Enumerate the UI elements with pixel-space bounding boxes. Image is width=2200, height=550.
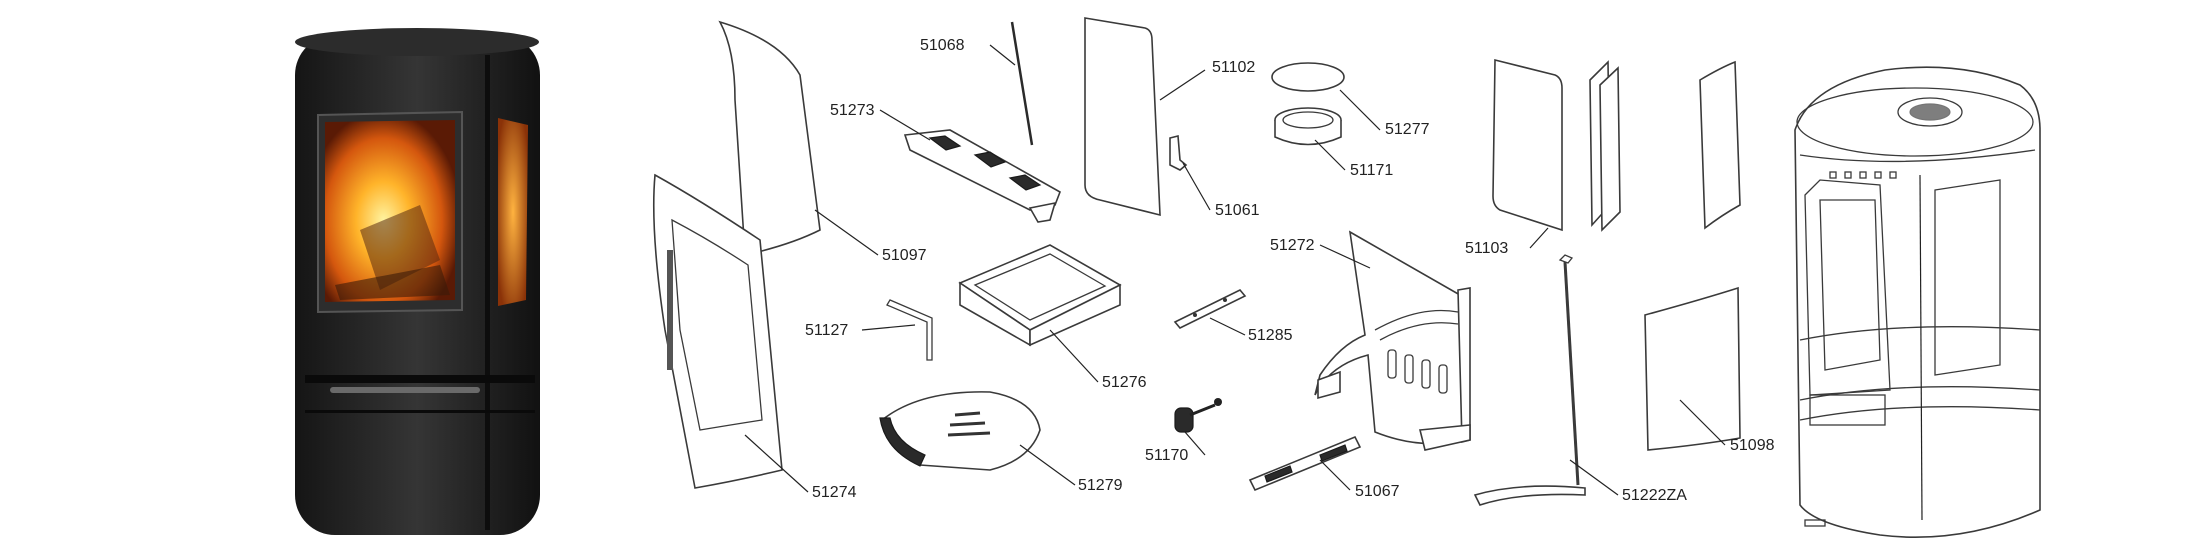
- label-51285: 51285: [1248, 327, 1293, 344]
- stove-line-drawing: [1794, 66, 2041, 539]
- part-51222ZA-handle: [1473, 254, 1586, 506]
- part-51276-ash-tray: [958, 244, 1122, 347]
- label-51067: 51067: [1355, 483, 1400, 500]
- part-51171-flue-collar: [1274, 107, 1342, 146]
- part-51277-gasket: [1271, 62, 1345, 92]
- part-side-curved-glass-right: [1699, 60, 1741, 230]
- part-51097-side-glass: [718, 20, 821, 256]
- part-51274-side-door: [652, 173, 783, 489]
- part-51273-baffle: [903, 129, 1061, 223]
- part-51272-firebox-liner: [1314, 230, 1471, 451]
- part-51067-slide-rail: [1248, 435, 1362, 492]
- leader-lines: [744, 44, 1726, 496]
- label-51097: 51097: [882, 247, 927, 264]
- part-51068-rod: [1010, 21, 1034, 146]
- part-51127-hook: [886, 299, 933, 361]
- part-51102-glass-panel: [1084, 17, 1161, 217]
- label-51274: 51274: [812, 484, 857, 501]
- label-51222ZA: 51222ZA: [1622, 487, 1687, 504]
- part-51061-bracket: [1169, 134, 1188, 171]
- label-51272: 51272: [1270, 237, 1315, 254]
- label-51171: 51171: [1350, 162, 1393, 179]
- label-51277: 51277: [1385, 121, 1430, 138]
- label-51279: 51279: [1078, 477, 1123, 494]
- label-51061: 51061: [1215, 202, 1260, 219]
- label-51102: 51102: [1212, 59, 1255, 76]
- label-51068: 51068: [920, 37, 965, 54]
- label-51276: 51276: [1102, 374, 1147, 391]
- part-51103-glass-panels: [1492, 58, 1621, 232]
- label-51170: 51170: [1145, 447, 1188, 464]
- part-51285-rail: [1173, 289, 1247, 329]
- label-51127: 51127: [805, 322, 848, 339]
- stove-photo: [295, 28, 540, 535]
- label-51103: 51103: [1465, 240, 1508, 257]
- label-51273: 51273: [830, 102, 875, 119]
- part-51170-knob: [1174, 398, 1222, 433]
- part-51279-grate: [879, 391, 1041, 471]
- part-51098-curved-glass: [1644, 286, 1741, 451]
- label-51098: 51098: [1730, 437, 1775, 454]
